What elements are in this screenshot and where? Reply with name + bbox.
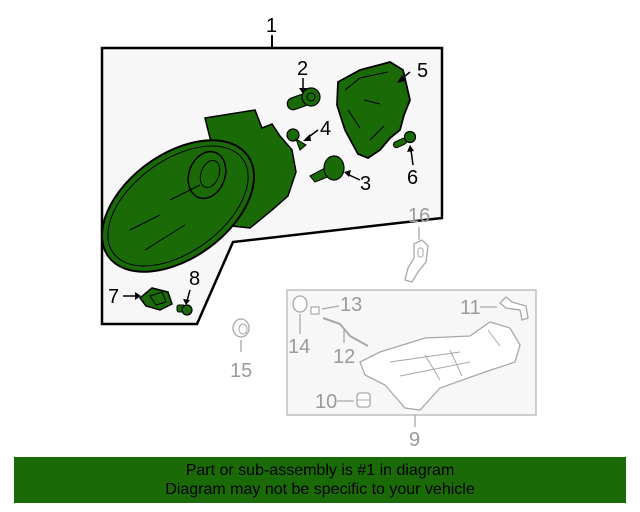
callout-11-label[interactable]: 11 [460, 297, 481, 319]
part-7-cover-cap[interactable] [138, 287, 173, 311]
part-9-bracket-assembly[interactable] [359, 321, 521, 411]
part-6-screw[interactable] [392, 130, 417, 149]
callout-4-label[interactable]: 4 [320, 118, 331, 140]
callout-16-label[interactable]: 16 [408, 205, 430, 227]
callout-10-label[interactable]: 10 [315, 391, 337, 413]
part-10-grommet[interactable] [356, 392, 371, 408]
part-14-grommet[interactable] [292, 295, 308, 313]
part-3-bulb[interactable] [309, 155, 345, 183]
part-12-rod[interactable] [322, 317, 369, 347]
callout-2-label[interactable]: 2 [297, 58, 308, 80]
part-2-bulb[interactable] [286, 87, 321, 111]
part-8-screw[interactable] [176, 304, 193, 316]
part-15-clip[interactable] [232, 318, 250, 338]
callout-1-label[interactable]: 1 [266, 15, 277, 37]
callout-12-label[interactable]: 12 [333, 346, 355, 368]
banner-line-1: Part or sub-assembly is #1 in diagram [185, 462, 455, 479]
callout-7-label[interactable]: 7 [108, 286, 119, 308]
callout-13-label[interactable]: 13 [340, 294, 362, 316]
callout-3-label[interactable]: 3 [360, 173, 371, 195]
part-4-socket-clip[interactable] [286, 128, 307, 151]
callout-8-label[interactable]: 8 [189, 268, 200, 290]
callout-15-label[interactable]: 15 [230, 360, 252, 382]
callout-9-label[interactable]: 9 [409, 429, 420, 451]
callout-6-label[interactable]: 6 [407, 167, 418, 189]
callout-14-label[interactable]: 14 [288, 336, 310, 358]
part-11-bracket[interactable] [499, 296, 529, 321]
part-13-nut[interactable] [310, 306, 320, 315]
info-banner: Part or sub-assembly is #1 in diagram Di… [14, 457, 626, 503]
banner-line-2: Diagram may not be specific to your vehi… [165, 481, 475, 498]
part-5-rear-cover[interactable] [336, 61, 411, 160]
headlamp-assembly[interactable] [78, 109, 297, 299]
part-16-bracket[interactable] [404, 239, 429, 283]
callout-5-label[interactable]: 5 [417, 60, 428, 82]
